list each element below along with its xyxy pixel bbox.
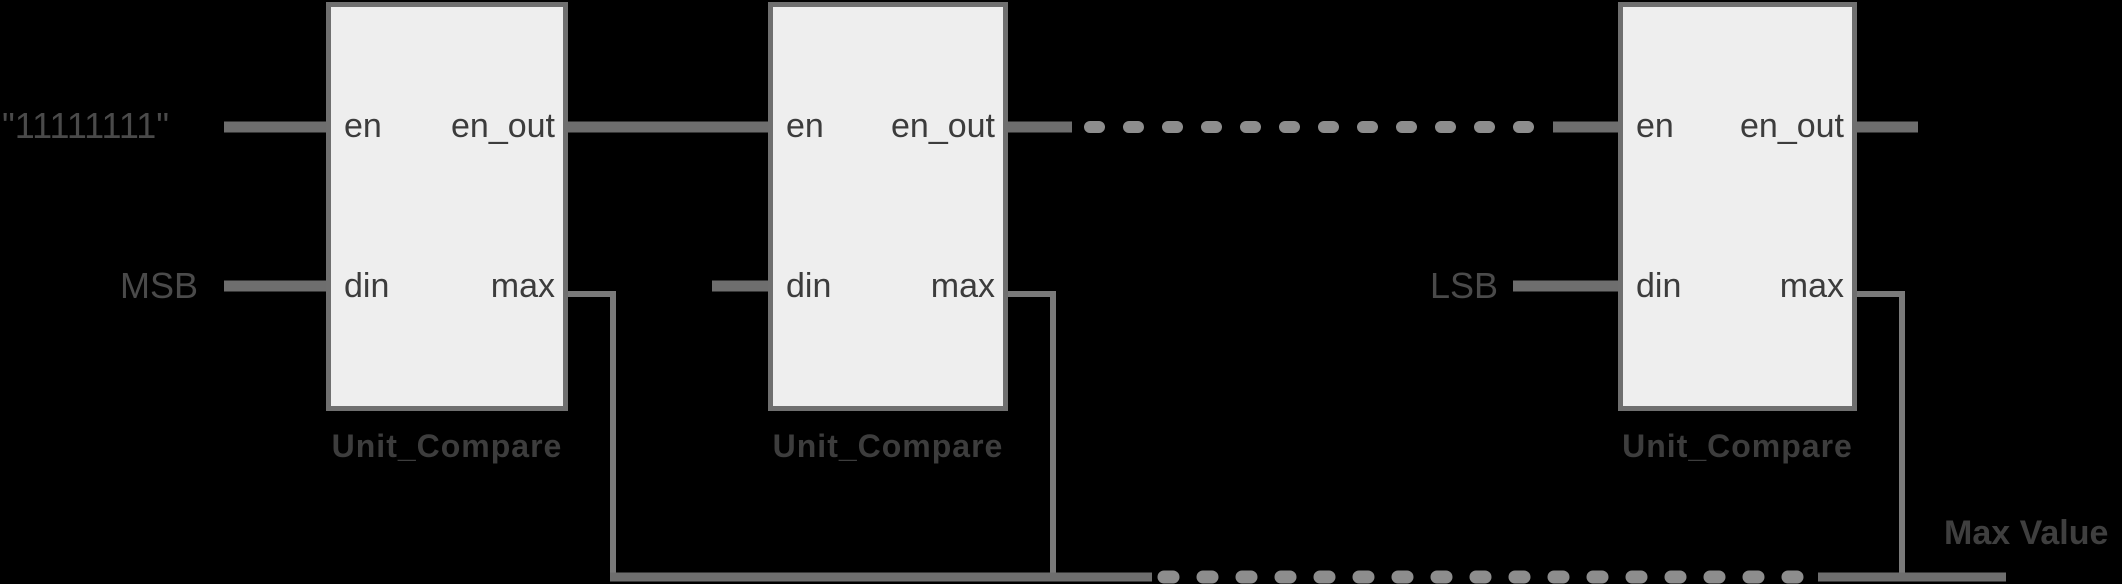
wire-block3-max-elbow [1855,291,1905,574]
unit-compare-block-1: en en_out din max [326,2,568,411]
port-din: din [344,267,390,305]
msb-label: MSB [119,265,198,306]
port-en: en [344,107,382,145]
block-3-caption: Unit_Compare [1622,428,1853,464]
enable-constant-label: "11111111" [2,105,170,146]
max-value-label: Max Value [1944,514,2109,552]
unit-compare-block-3: en en_out din max [1618,2,1857,411]
port-max: max [1779,267,1844,305]
port-en-out: en_out [1740,107,1844,145]
port-din: din [786,267,832,305]
block-2-caption: Unit_Compare [772,428,1004,464]
port-din: din [1636,267,1682,305]
port-max: max [930,267,995,305]
wire-block2-max-elbow [1006,291,1056,574]
wire-block1-max-elbow [566,291,616,574]
unit-compare-block-2: en en_out din max [768,2,1008,411]
port-en-out: en_out [891,107,995,145]
port-en: en [786,107,824,145]
lsb-label: LSB [1429,265,1498,306]
port-en-out: en_out [451,107,555,145]
port-en: en [1636,107,1674,145]
port-max: max [490,267,555,305]
block-1-caption: Unit_Compare [331,428,563,464]
